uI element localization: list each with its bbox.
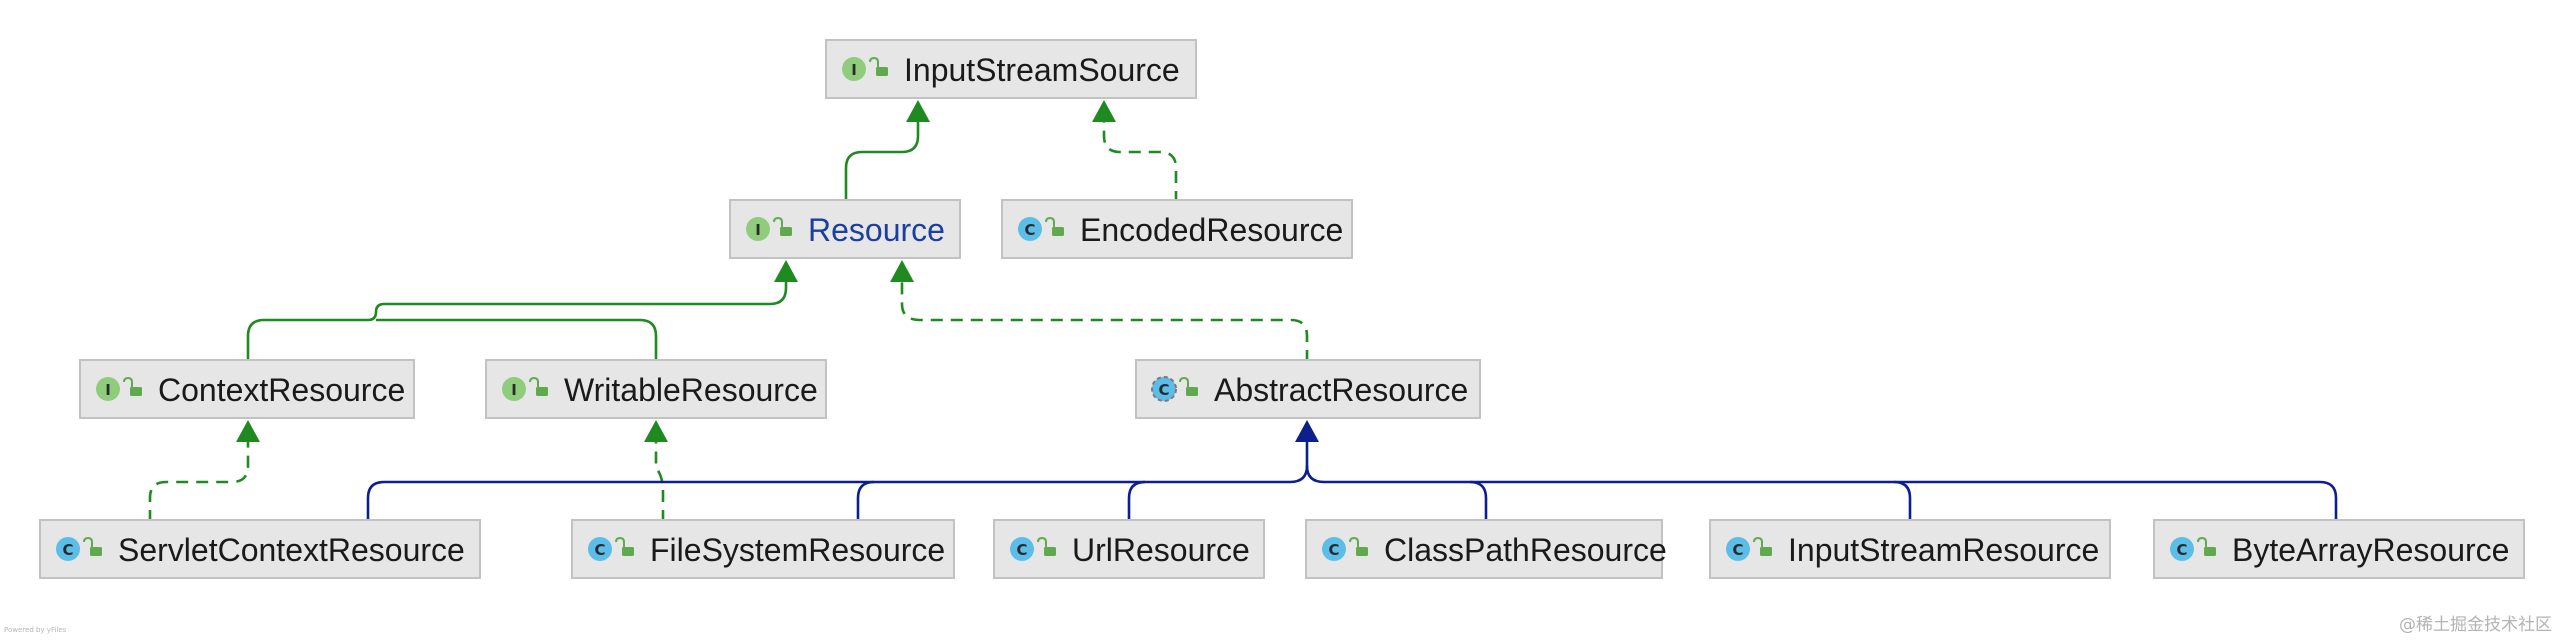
node-label: InputStreamResource — [1788, 532, 2099, 568]
node-servlet-context-resource[interactable]: C ServletContextResource — [39, 519, 481, 579]
interface-icon — [96, 377, 120, 401]
node-label: WritableResource — [564, 372, 818, 408]
node-writable-resource[interactable]: I WritableResource — [485, 359, 827, 419]
arrowhead-writableresource — [644, 420, 668, 442]
kind-badge-letter: C — [2176, 541, 2187, 559]
unlock-icon — [529, 376, 548, 396]
arrowhead-resource-right — [890, 260, 914, 282]
kind-badge-letter: C — [594, 541, 605, 559]
interface-icon — [746, 217, 770, 241]
arrowhead-inputstreamsource-left — [906, 100, 930, 122]
edge-inputstreamresource-extends-abstractresource — [1893, 480, 1912, 522]
node-url-resource[interactable]: C UrlResource — [993, 519, 1265, 579]
unlock-icon — [2197, 536, 2216, 556]
unlock-icon — [1753, 536, 1772, 556]
unlock-icon — [615, 536, 634, 556]
node-label: Resource — [808, 212, 945, 248]
node-class-path-resource[interactable]: C ClassPathResource — [1305, 519, 1667, 579]
watermark-text: @稀土掘金技术社区 — [2399, 615, 2552, 635]
arrowhead-resource-left — [774, 260, 798, 282]
node-box — [1709, 519, 2111, 579]
edge-writableresource-extends-resource — [376, 318, 658, 362]
class-icon — [1726, 537, 1750, 561]
node-abstract-resource[interactable]: C AbstractResource — [1135, 359, 1481, 419]
arrowhead-inputstreamsource-right — [1092, 100, 1116, 122]
kind-badge-letter: I — [511, 381, 517, 399]
edge-resource-extends-inputstreamsource — [844, 122, 920, 203]
node-label: InputStreamSource — [904, 52, 1180, 88]
kind-badge-letter: C — [62, 541, 73, 559]
arrowhead-abstractresource — [1295, 420, 1319, 442]
unlock-icon — [123, 376, 142, 396]
unlock-icon — [869, 56, 888, 76]
class-icon — [588, 537, 612, 561]
node-input-stream-source[interactable]: I InputStreamSource — [825, 39, 1197, 99]
node-label: AbstractResource — [1214, 372, 1468, 408]
node-resource[interactable]: I Resource — [729, 199, 961, 259]
edge-contextresource-extends-resource — [246, 282, 788, 362]
node-label: EncodedResource — [1080, 212, 1343, 248]
node-file-system-resource[interactable]: C FileSystemResource — [571, 519, 955, 579]
inheritance-edges — [148, 100, 2338, 522]
edge-abstractresource-implements-resource — [900, 282, 1309, 362]
unlock-icon — [83, 536, 102, 556]
arrowhead-contextresource — [236, 420, 260, 442]
node-label: ByteArrayResource — [2232, 532, 2509, 568]
node-box — [1001, 199, 1353, 259]
node-box — [571, 519, 955, 579]
edge-classes-extend-abstractresource — [366, 442, 1309, 522]
node-label: UrlResource — [1072, 532, 1250, 568]
node-box — [993, 519, 1265, 579]
edge-bus-right — [1305, 465, 2338, 522]
edge-servletcontextresource-implements-contextresource — [148, 442, 250, 522]
node-label: ContextResource — [158, 372, 405, 408]
node-encoded-resource[interactable]: C EncodedResource — [1001, 199, 1353, 259]
node-byte-array-resource[interactable]: C ByteArrayResource — [2153, 519, 2525, 579]
kind-badge-letter: I — [851, 61, 857, 79]
node-label: FileSystemResource — [650, 532, 945, 568]
kind-badge-letter: C — [1016, 541, 1027, 559]
class-icon — [56, 537, 80, 561]
class-icon — [1018, 217, 1042, 241]
edge-urlresource-extends-abstractresource — [1127, 480, 1146, 522]
node-input-stream-resource[interactable]: C InputStreamResource — [1709, 519, 2111, 579]
edge-filesystemresource-implements-writableresource — [654, 442, 665, 522]
interface-icon — [842, 57, 866, 81]
unlock-icon — [1179, 376, 1198, 396]
edge-filesystemresource-extends-abstractresource — [856, 480, 875, 522]
class-icon — [1152, 377, 1176, 401]
class-icon — [1322, 537, 1346, 561]
node-context-resource[interactable]: I ContextResource — [79, 359, 415, 419]
unlock-icon — [1037, 536, 1056, 556]
node-box — [39, 519, 481, 579]
kind-badge-letter: C — [1732, 541, 1743, 559]
kind-badge-letter: C — [1024, 221, 1035, 239]
interface-icon — [502, 377, 526, 401]
unlock-icon — [1045, 216, 1064, 236]
powered-by-label: Powered by yFiles — [4, 626, 67, 634]
abstract-marker-icon — [1151, 376, 1177, 402]
edge-classpathresource-extends-abstractresource — [1469, 480, 1488, 522]
edge-encodedresource-implements-inputstreamsource — [1102, 122, 1178, 203]
class-icon — [1010, 537, 1034, 561]
node-label: ClassPathResource — [1384, 532, 1667, 568]
kind-badge-letter: I — [755, 221, 761, 239]
kind-badge-letter: I — [105, 381, 111, 399]
unlock-icon — [1349, 536, 1368, 556]
unlock-icon — [773, 216, 792, 236]
node-box — [485, 359, 827, 419]
node-box — [1305, 519, 1663, 579]
kind-badge-letter: C — [1158, 381, 1169, 399]
kind-badge-letter: C — [1328, 541, 1339, 559]
node-label: ServletContextResource — [118, 532, 465, 568]
class-icon — [2170, 537, 2194, 561]
